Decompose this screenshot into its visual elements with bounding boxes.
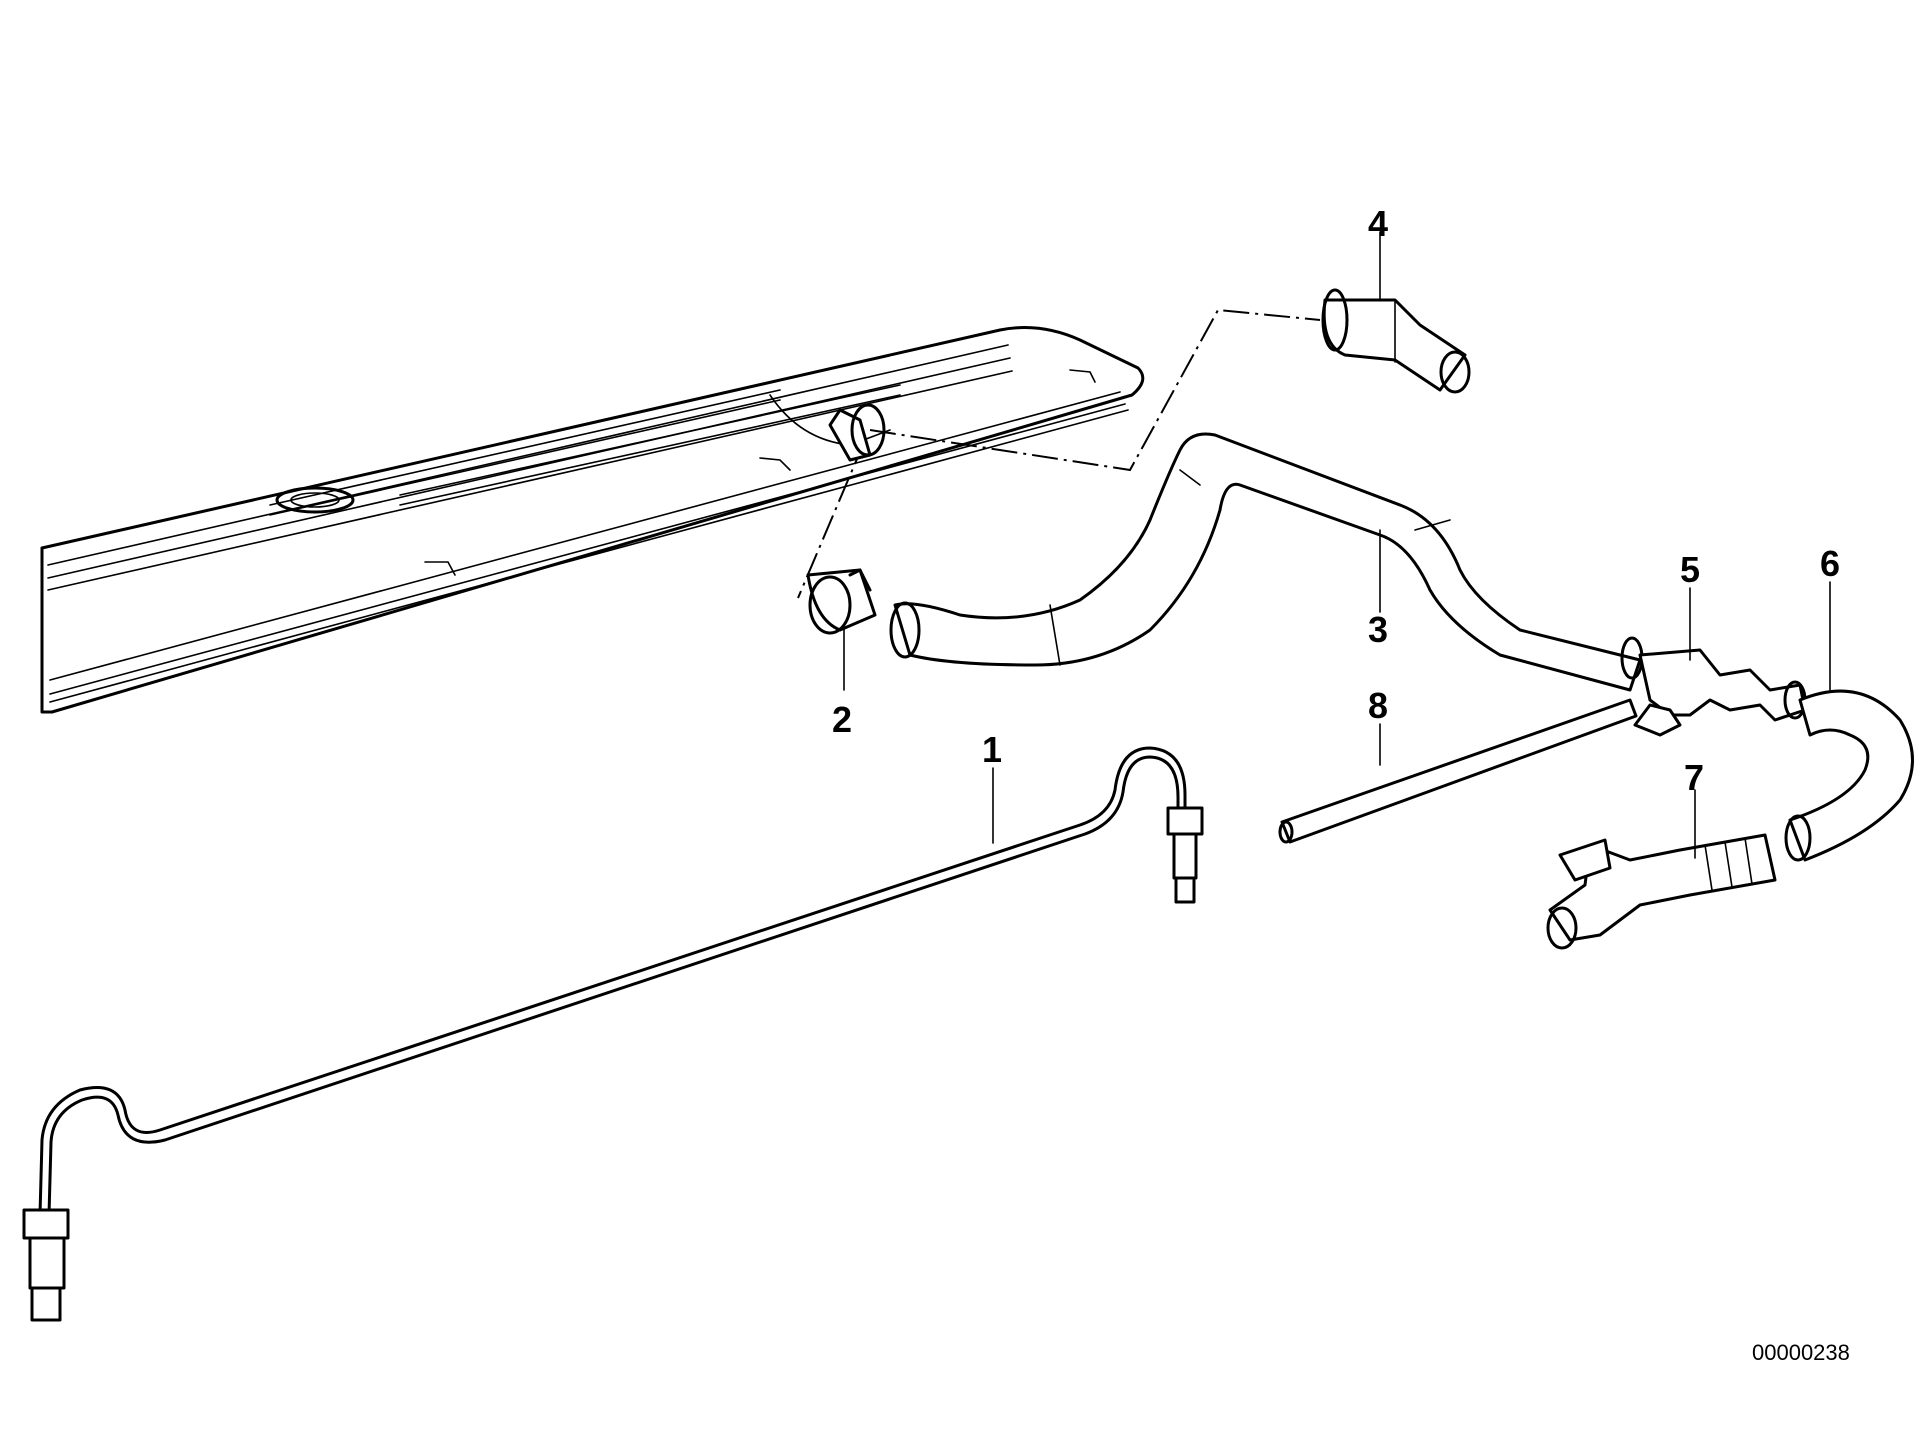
- assembly-lines: [797, 308, 1321, 599]
- hose-clamp-part-2: [806, 568, 877, 635]
- callout-1: 1: [982, 729, 1003, 770]
- metal-pipe-part-1: [22, 746, 1204, 1322]
- valve-cover: [40, 326, 1145, 714]
- callout-5: 5: [1680, 549, 1701, 590]
- elbow-hose-part-4: [1321, 288, 1471, 394]
- callout-8: 8: [1368, 685, 1389, 726]
- callout-4: 4: [1368, 203, 1389, 244]
- t-connector-part-5: [1633, 648, 1807, 737]
- callout-6: 6: [1820, 543, 1841, 584]
- curved-hose-part-6: [1784, 689, 1914, 862]
- leader-lines: [843, 231, 1831, 859]
- callout-3: 3: [1368, 609, 1389, 650]
- straight-hose-part-8: [1278, 698, 1638, 844]
- figure-id: 00000238: [1752, 1340, 1850, 1365]
- valve-part-7: [1546, 833, 1777, 950]
- callout-2: 2: [832, 699, 853, 740]
- vent-hose-part-3: [889, 432, 1644, 692]
- cover-outlet-nipple: [828, 403, 886, 462]
- callout-7: 7: [1684, 757, 1705, 798]
